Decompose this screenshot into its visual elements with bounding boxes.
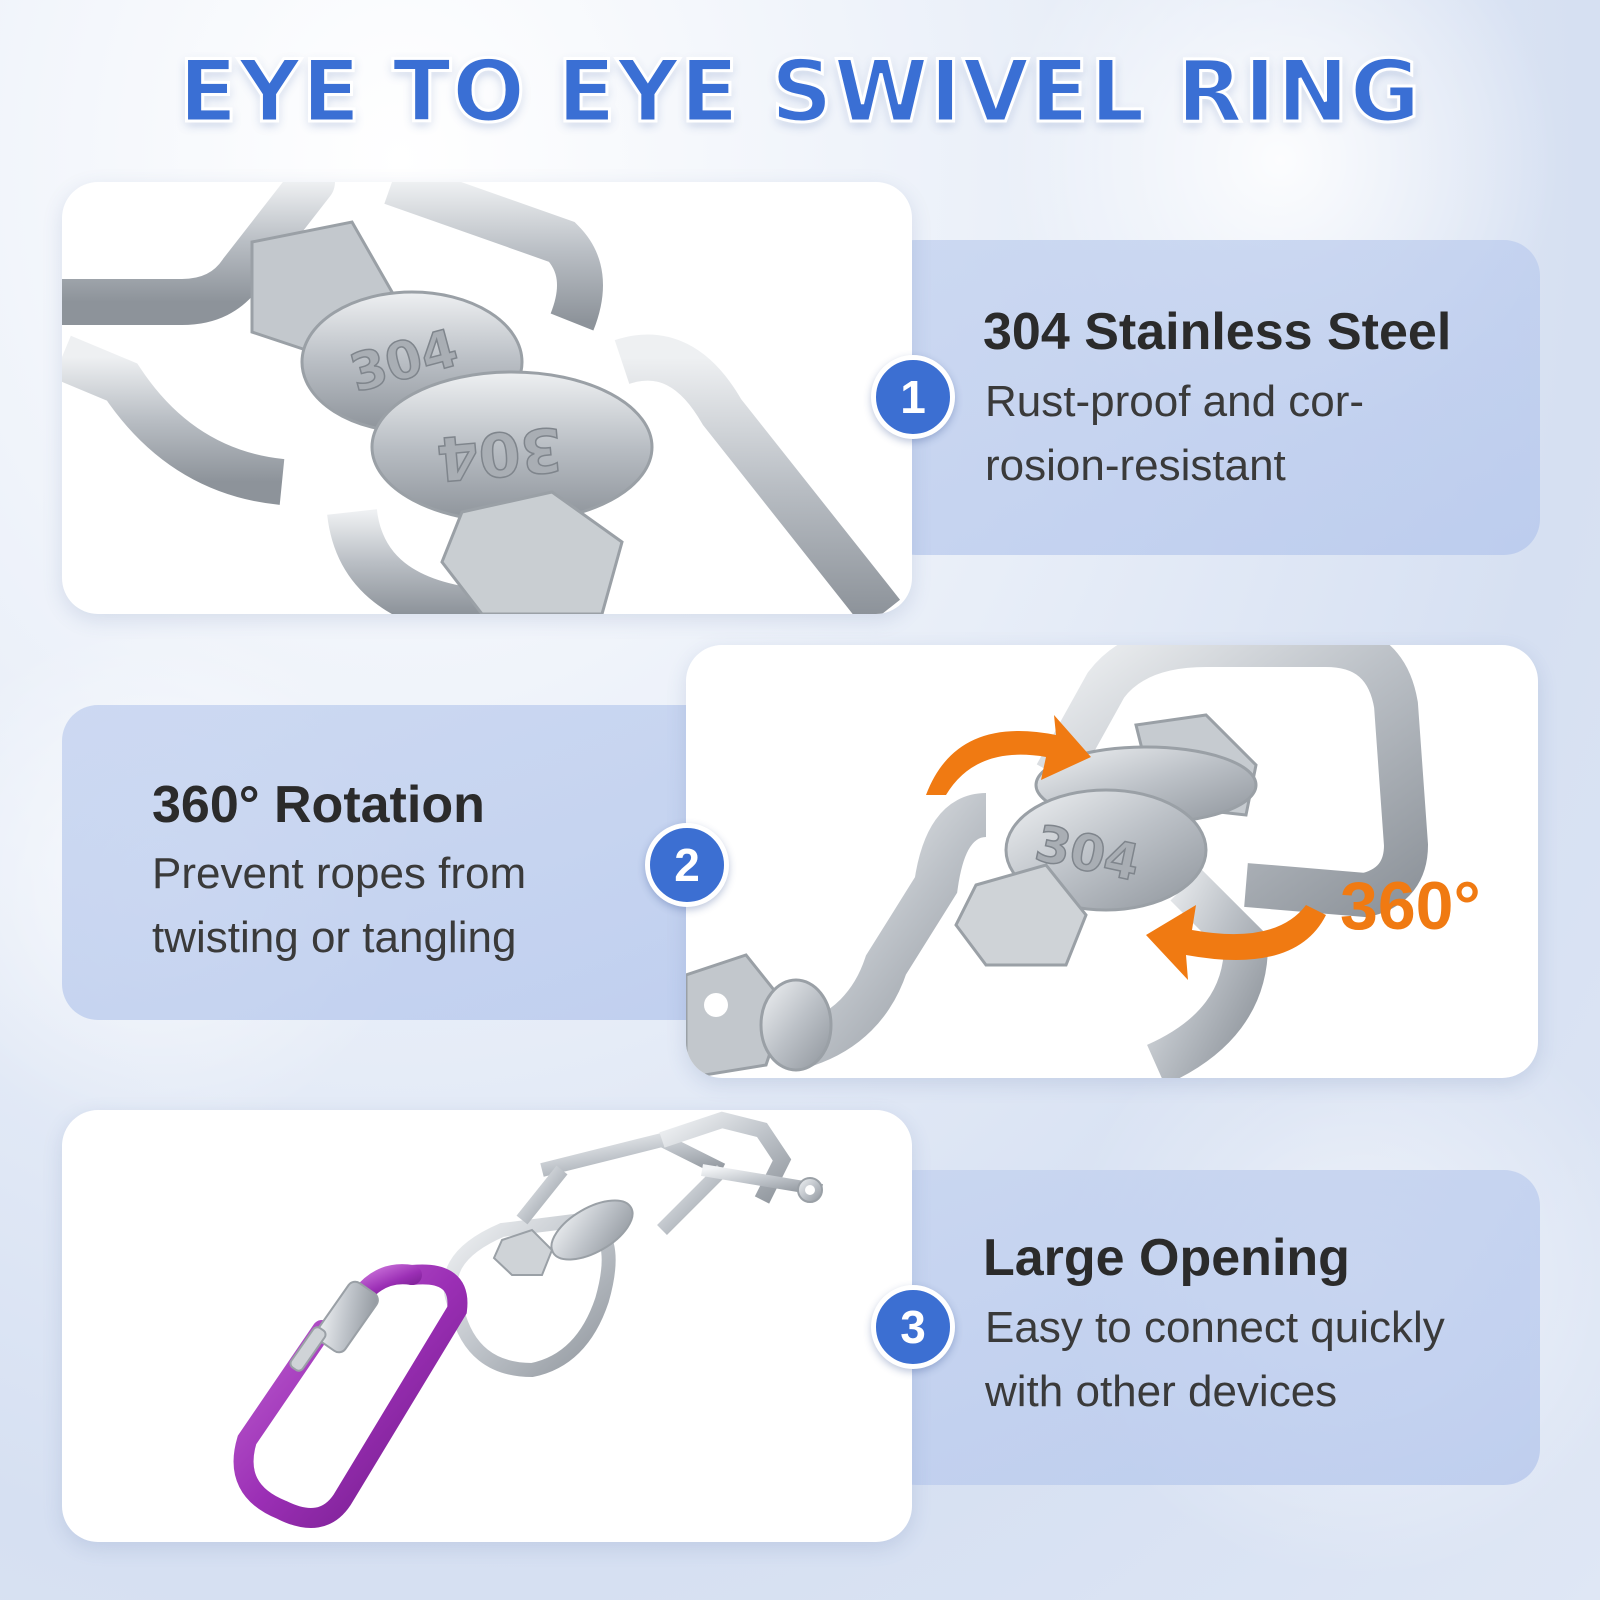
product-photo-rotation: 304 360°	[686, 645, 1538, 1078]
feature-desc-2-line2: twisting or tangling	[152, 913, 517, 962]
feature-desc-2-line1: Prevent ropes from	[152, 849, 527, 898]
rotation-arrow-icon	[1146, 905, 1326, 980]
feature-title-1: 304 Stainless Steel	[983, 303, 1452, 361]
feature-number-2: 2	[645, 823, 729, 907]
feature-number-3: 3	[871, 1285, 955, 1369]
page-title: EYE TO EYE SWIVEL RING	[177, 41, 1422, 144]
feature-desc-1-line1: Rust-proof and cor-	[985, 377, 1365, 426]
feature-desc-1-line2: rosion-resistant	[985, 441, 1286, 490]
feature-number-1: 1	[871, 355, 955, 439]
feature-panel-3	[880, 1170, 1540, 1485]
swivel-photo: 304 304	[62, 182, 901, 614]
feature-title-3: Large Opening	[983, 1229, 1350, 1287]
feature-panel-1	[880, 240, 1540, 555]
swivel-rotation-photo: 304	[686, 645, 1429, 1078]
product-photo-closeup: 304 304	[62, 182, 912, 614]
feature-title-2: 360° Rotation	[152, 776, 485, 834]
rotation-arrow-icon	[926, 715, 1091, 795]
svg-text:304: 304	[434, 413, 565, 494]
feature-panel-2	[62, 705, 722, 1020]
rotation-label: 360°	[1340, 868, 1481, 944]
feature-desc-3-line2: with other devices	[985, 1367, 1338, 1416]
product-photo-carabiner	[62, 1110, 912, 1542]
feature-desc-3-line1: Easy to connect quickly	[985, 1303, 1445, 1352]
carabiner-photo	[233, 1111, 823, 1528]
